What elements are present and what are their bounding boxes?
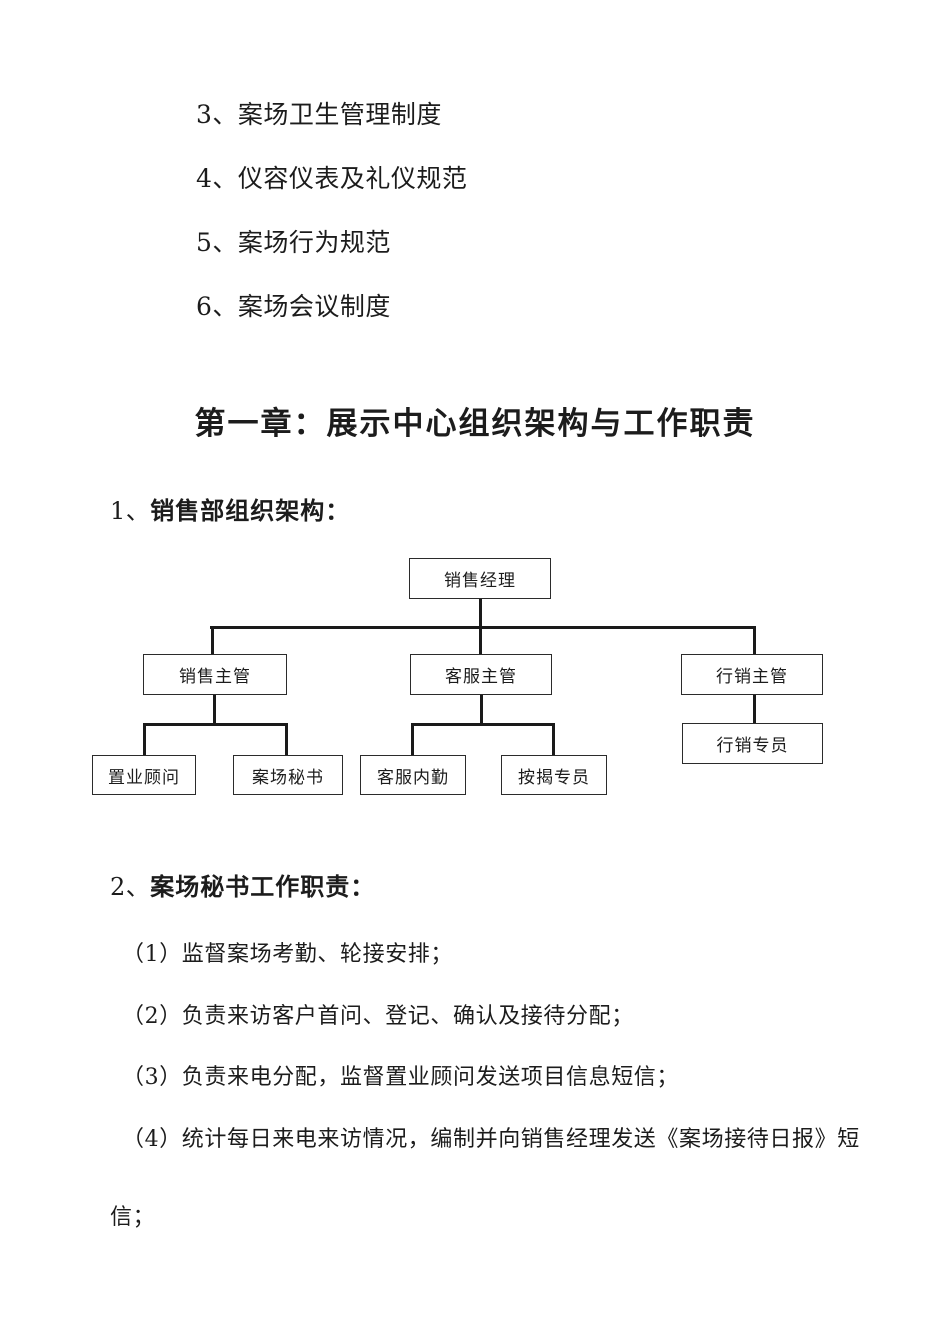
toc-item-3: 3、案场卫生管理制度 (196, 100, 442, 129)
duty-item-1: （1）监督案场考勤、轮接安排； (122, 942, 453, 967)
section-one-heading: 1、销售部组织架构： (110, 496, 350, 526)
toc-item-4: 4、仪容仪表及礼仪规范 (196, 164, 468, 193)
org-node-mortgage-specialist[interactable]: 按揭专员 (501, 755, 607, 795)
connector-sales-bus (143, 723, 287, 726)
section-one-number: 1、 (110, 497, 151, 525)
section-two-number: 2、 (110, 873, 151, 901)
org-node-property-consultant[interactable]: 置业顾问 (92, 755, 196, 795)
org-node-service-supervisor[interactable]: 客服主管 (410, 654, 552, 695)
connector-drop-marketing-supervisor (753, 626, 756, 654)
connector-root-stem (479, 599, 482, 627)
connector-sales-stem (213, 695, 216, 725)
section-two-title: 案场秘书工作职责： (150, 872, 376, 901)
connector-drop-service-supervisor (479, 626, 482, 654)
connector-service-stem (480, 695, 483, 725)
toc-item-6: 6、案场会议制度 (196, 292, 391, 321)
connector-drop-service-clerk (411, 723, 414, 755)
connector-drop-sales-supervisor (211, 626, 214, 654)
org-node-service-clerk[interactable]: 客服内勤 (360, 755, 466, 795)
chapter-title: 第一章：展示中心组织架构与工作职责 (194, 406, 756, 442)
org-node-site-secretary[interactable]: 案场秘书 (233, 755, 343, 795)
connector-drop-site-secretary (285, 723, 288, 755)
section-one-title: 销售部组织架构： (150, 496, 351, 525)
connector-marketing-stem (753, 695, 756, 724)
org-node-marketing-supervisor[interactable]: 行销主管 (681, 654, 823, 695)
org-node-sales-manager[interactable]: 销售经理 (409, 558, 551, 599)
connector-service-bus (411, 723, 554, 726)
duty-item-4: （4）统计每日来电来访情况，编制并向销售经理发送《案场接待日报》短 (122, 1127, 860, 1152)
duty-item-4-continuation: 信； (110, 1205, 156, 1230)
connector-level2-bus (210, 626, 756, 629)
duty-item-3: （3）负责来电分配，监督置业顾问发送项目信息短信； (122, 1065, 679, 1090)
connector-drop-property-consultant (143, 723, 146, 755)
duty-item-2: （2）负责来访客户首问、登记、确认及接待分配； (122, 1004, 634, 1029)
section-two-heading: 2、案场秘书工作职责： (110, 872, 375, 902)
org-node-sales-supervisor[interactable]: 销售主管 (143, 654, 287, 695)
org-node-marketing-specialist[interactable]: 行销专员 (682, 723, 823, 764)
toc-item-5: 5、案场行为规范 (196, 228, 391, 257)
connector-drop-mortgage-specialist (552, 723, 555, 755)
